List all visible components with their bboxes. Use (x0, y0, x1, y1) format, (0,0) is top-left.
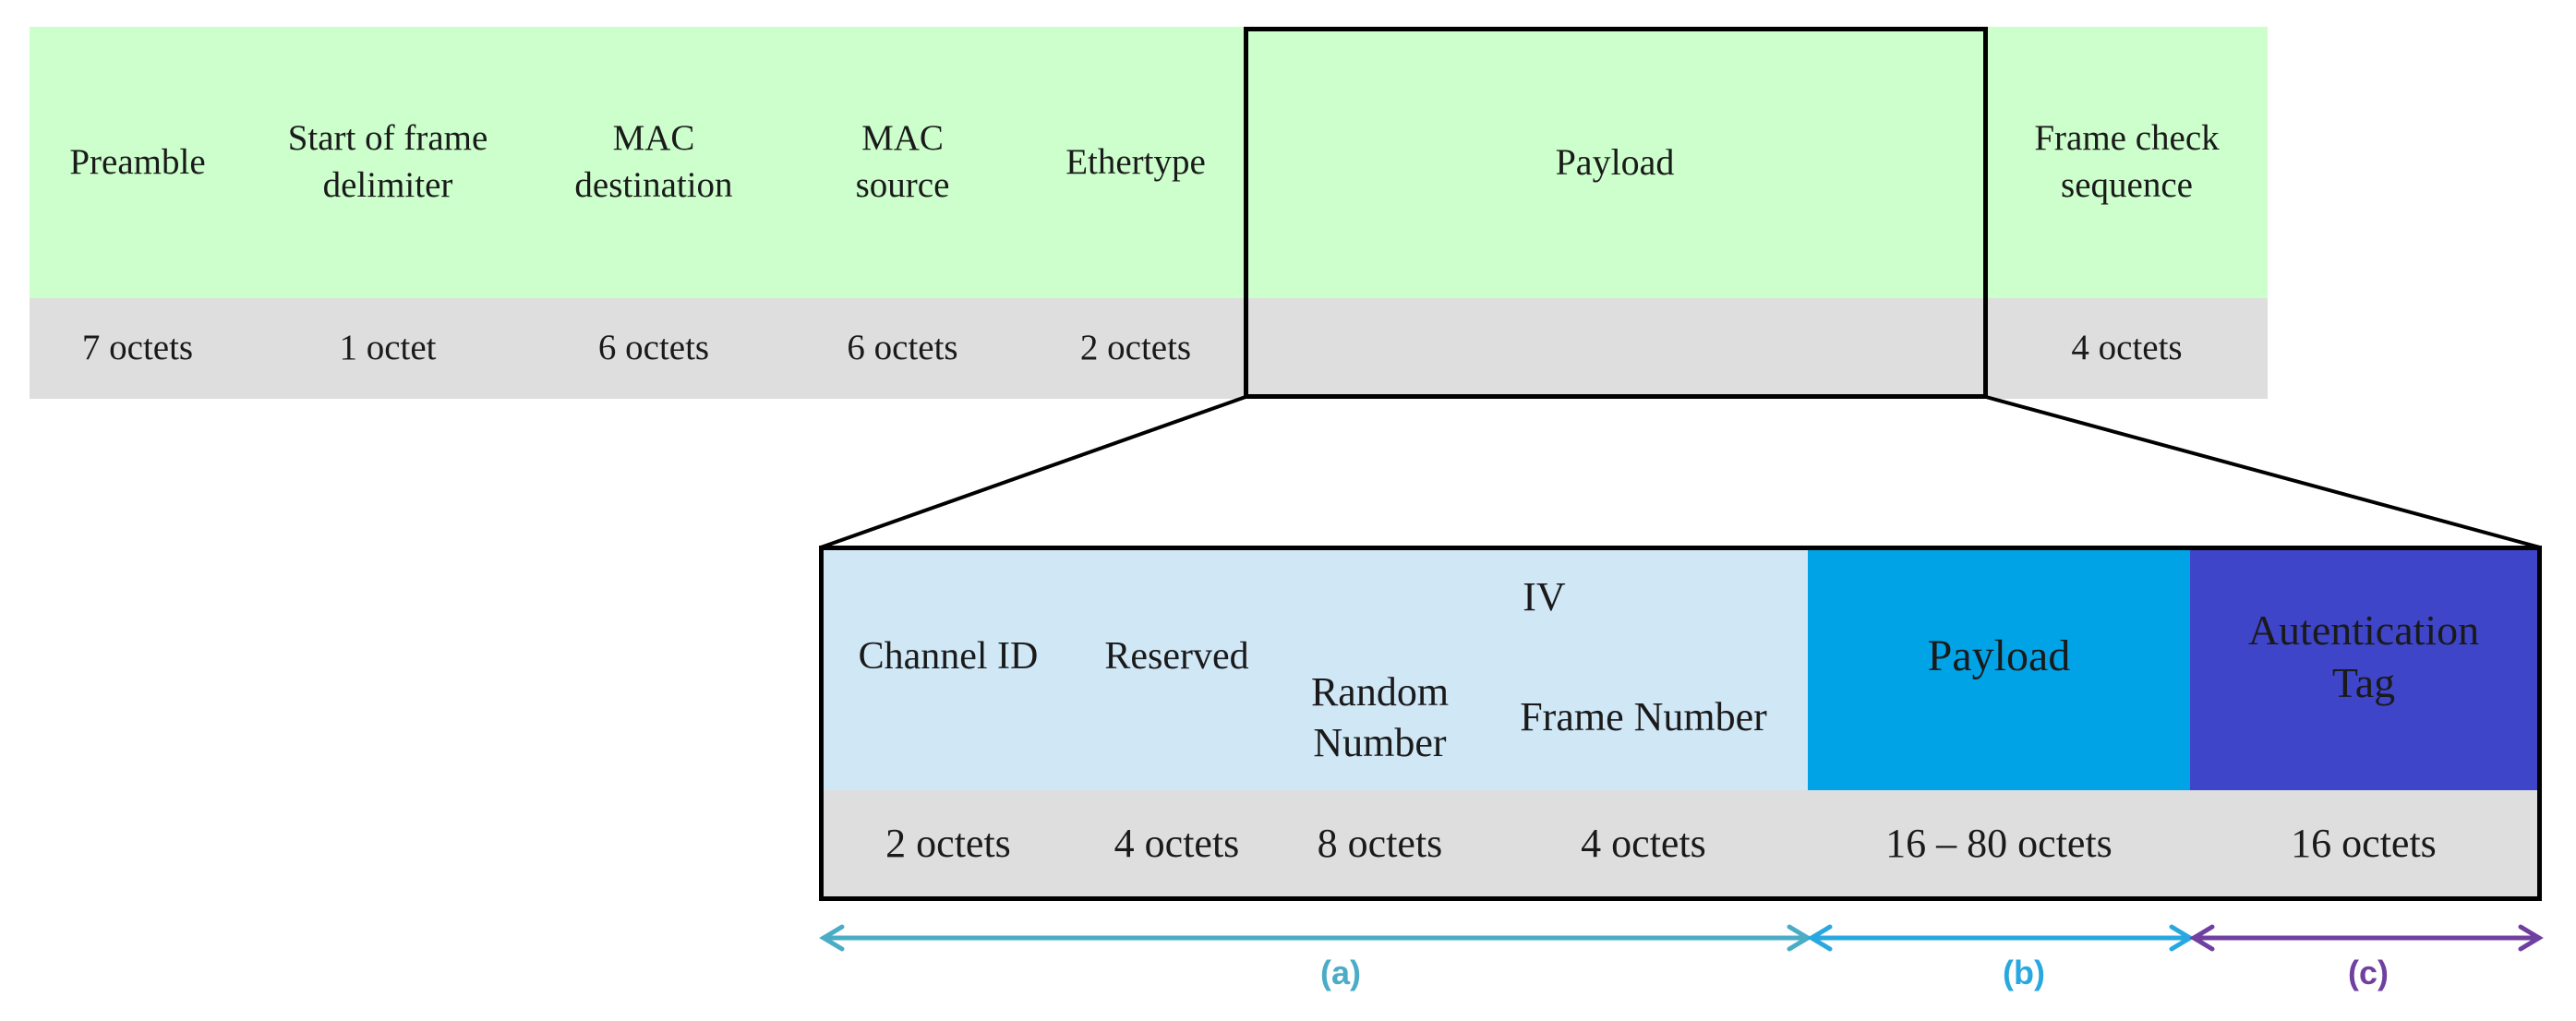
range-arrow-a (819, 924, 1812, 952)
field-mac-source: MAC source (777, 27, 1029, 300)
size-frame-number: 4 octets (1479, 790, 1810, 896)
size-authentication-tag: 16 octets (2190, 790, 2537, 896)
range-arrow-c (2189, 924, 2544, 952)
size-channel-id: 2 octets (824, 790, 1075, 896)
field-authentication-tag: Autentication Tag (2190, 550, 2537, 792)
field-ethertype: Ethertype (1028, 27, 1246, 300)
field-frame-check-sequence: Frame check sequence (1986, 27, 2268, 300)
field-payload-encrypted: Payload (1808, 550, 2192, 792)
size-mac-destination: 6 octets (530, 298, 779, 399)
size-payload-encrypted: 16 – 80 octets (1808, 790, 2192, 896)
range-label-c: (c) (2348, 954, 2389, 991)
field-iv: IV (1281, 550, 1810, 645)
range-label-a: (a) (1320, 954, 1361, 991)
field-mac-destination: MAC destination (530, 27, 779, 300)
field-reserved: Reserved (1073, 550, 1282, 792)
field-start-of-frame-delimiter: Start of frame delimiter (246, 27, 532, 300)
expansion-line-right (1985, 395, 2541, 549)
field-frame-number: Frame Number (1479, 643, 1810, 792)
size-payload (1244, 298, 1988, 399)
size-reserved: 4 octets (1073, 790, 1282, 896)
expansion-line-left (820, 395, 1246, 549)
size-start-of-frame-delimiter: 1 octet (246, 298, 532, 399)
field-channel-id: Channel ID (824, 550, 1075, 792)
size-ethertype: 2 octets (1028, 298, 1246, 399)
field-preamble: Preamble (30, 27, 247, 300)
field-random-number: Random Number (1281, 643, 1481, 792)
range-arrow-b (1807, 924, 2195, 952)
size-frame-check-sequence: 4 octets (1986, 298, 2268, 399)
size-preamble: 7 octets (30, 298, 247, 399)
field-payload: Payload (1244, 27, 1988, 300)
size-random-number: 8 octets (1281, 790, 1481, 896)
range-label-b: (b) (2003, 954, 2045, 991)
size-mac-source: 6 octets (777, 298, 1029, 399)
